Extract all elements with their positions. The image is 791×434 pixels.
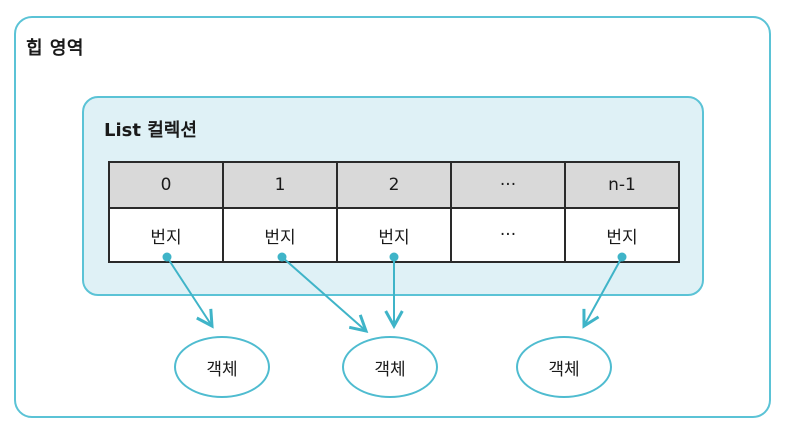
address-cell-1: 번지: [222, 207, 338, 263]
address-row: 번지 번지 번지 ··· 번지: [108, 207, 680, 263]
list-collection-title: List 컬렉션: [104, 120, 197, 141]
object-node-1: 객체: [174, 336, 270, 398]
address-cell-0: 번지: [108, 207, 224, 263]
index-row: 0 1 2 ··· n-1: [108, 161, 680, 209]
address-cell-2: 번지: [336, 207, 452, 263]
list-cells-table: 0 1 2 ··· n-1 번지 번지 번지 ··· 번지: [108, 161, 680, 263]
index-cell-n-1: n-1: [564, 161, 680, 209]
address-cell-ellipsis: ···: [450, 207, 566, 263]
index-cell-ellipsis: ···: [450, 161, 566, 209]
object-node-2: 객체: [342, 336, 438, 398]
address-cell-n-1: 번지: [564, 207, 680, 263]
object-node-3: 객체: [516, 336, 612, 398]
heap-area-title: 힙 영역: [26, 38, 84, 59]
index-cell-0: 0: [108, 161, 224, 209]
index-cell-1: 1: [222, 161, 338, 209]
index-cell-2: 2: [336, 161, 452, 209]
